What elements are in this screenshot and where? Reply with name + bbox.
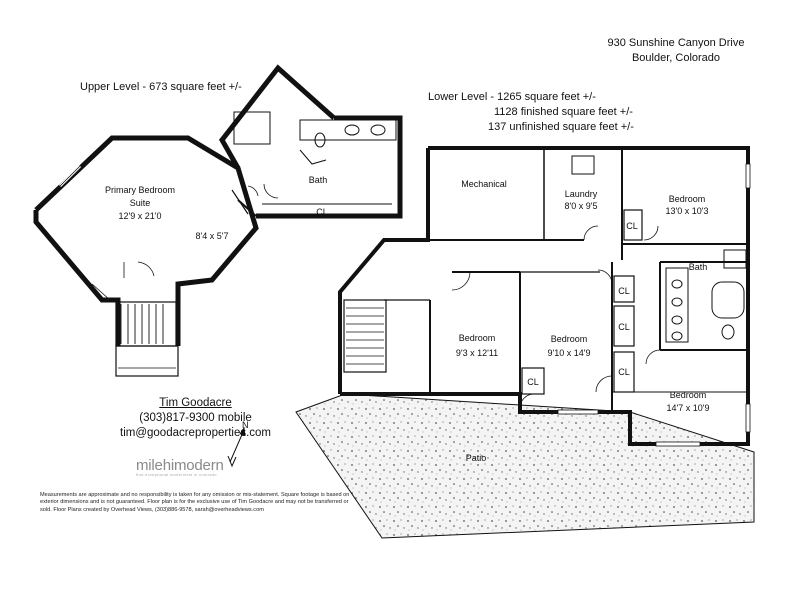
room-bedroom-se-label: Bedroom [670, 390, 707, 400]
room-bedroom-ne-dims: 13'0 x 10'3 [666, 206, 709, 216]
brand-name: milehimodern [136, 457, 224, 474]
agent-name: Tim Goodacre [159, 397, 232, 409]
room-lower-bath-label: Bath [689, 262, 708, 272]
room-bedroom-ne-label: Bedroom [669, 194, 706, 204]
room-bedroom-w-dims: 9'3 x 12'11 [456, 348, 498, 358]
lower-level-summary: Lower Level - 1265 square feet +/- [428, 91, 596, 103]
address-line-2: Boulder, Colorado [631, 52, 721, 64]
room-closet-label: CL [618, 367, 630, 377]
brand-tagline: find exceptional modernism in colorado [136, 472, 217, 477]
room-bedroom-se-dims: 14'7 x 10'9 [667, 403, 710, 413]
room-closet-label: CL [618, 286, 630, 296]
room-primary-bedroom-label: Primary Bedroom [105, 185, 175, 195]
lower-level-plan [338, 146, 751, 447]
upper-level-plan [33, 64, 403, 377]
room-bedroom-c-label: Bedroom [551, 334, 588, 344]
room-upper-bath-label: Bath [309, 175, 328, 185]
property-address: 930 Sunshine Canyon Drive Boulder, Color… [606, 36, 746, 66]
room-mechanical-label: Mechanical [461, 179, 507, 189]
room-laundry-label: Laundry [565, 189, 598, 199]
room-bedroom-w-label: Bedroom [459, 333, 496, 343]
room-closet-label: CL [527, 377, 539, 387]
patio-label: Patio [466, 453, 487, 463]
disclaimer-text: Measurements are approximate and no resp… [40, 492, 350, 513]
north-label: N [242, 420, 249, 430]
upper-level-summary: Upper Level - 673 square feet +/- [80, 81, 242, 93]
room-primary-bedroom-label-2: Suite [130, 198, 151, 208]
patio-area [295, 393, 755, 539]
room-upper-closet-label: CL [316, 207, 328, 217]
room-laundry-dims: 8'0 x 9'5 [565, 201, 598, 211]
room-upper-closet-dims: 8'4 x 5'7 [196, 231, 229, 241]
brand-logo: milehimodern find exceptional modernism … [136, 457, 224, 477]
lower-level-unfinished: 137 unfinished square feet +/- [488, 121, 634, 133]
agent-phone: (303)817-9300 mobile [139, 412, 252, 424]
room-primary-bedroom-dims: 12'9 x 21'0 [119, 211, 162, 221]
room-closet-label: CL [626, 221, 638, 231]
agent-contact: Tim Goodacre (303)817-9300 mobile tim@go… [120, 396, 271, 441]
room-closet-label: CL [618, 322, 630, 332]
address-line-1: 930 Sunshine Canyon Drive [607, 37, 745, 49]
agent-email: tim@goodacreproperties.com [120, 427, 272, 439]
north-arrow-icon [227, 426, 246, 468]
lower-level-finished: 1128 finished square feet +/- [494, 106, 633, 118]
room-bedroom-c-dims: 9'10 x 14'9 [548, 348, 591, 358]
